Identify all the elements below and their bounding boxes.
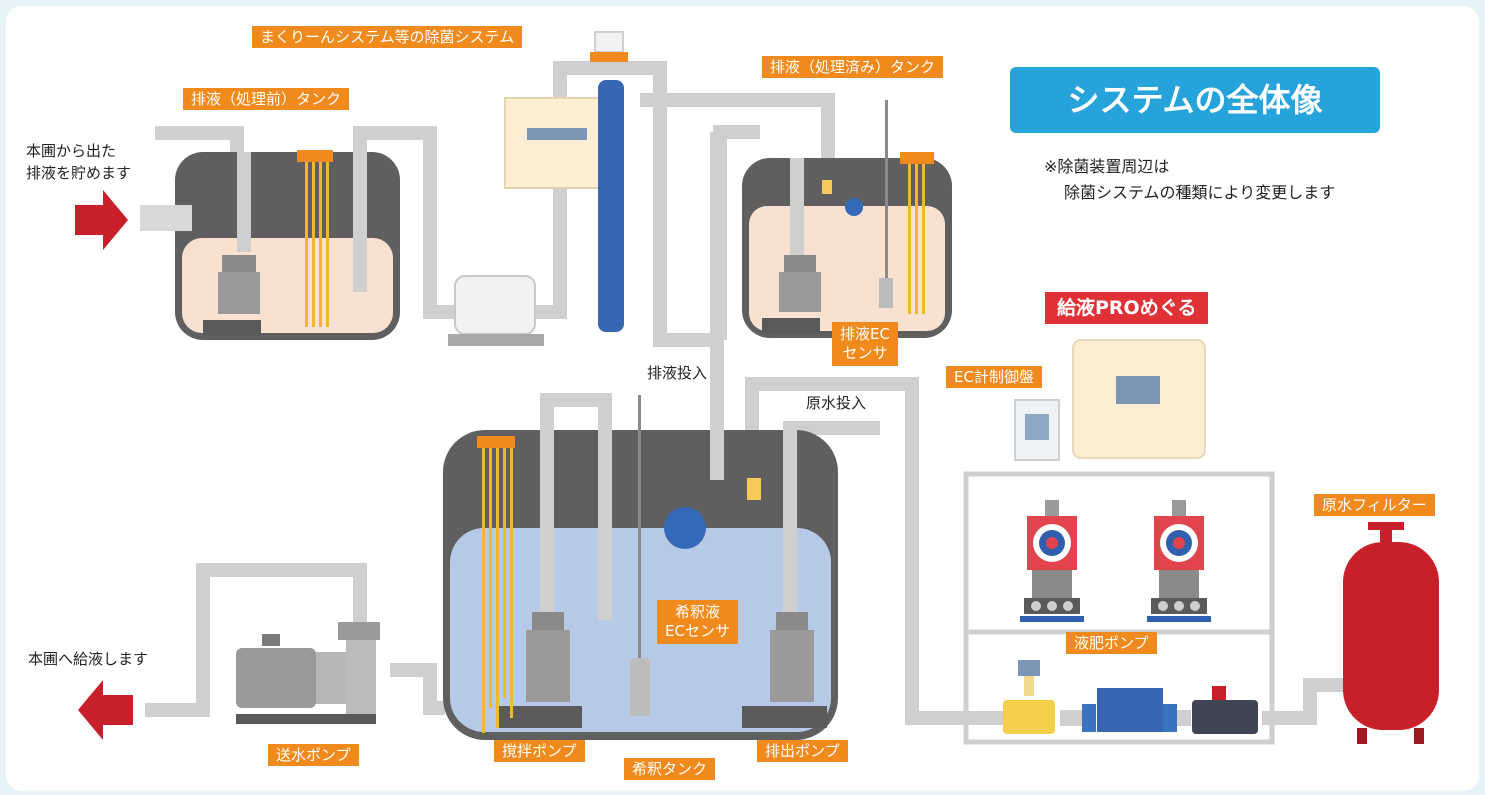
label-diluted-ec-sensor: 希釈液 ECセンサ [657, 600, 738, 644]
inflow-arrow [75, 190, 192, 250]
treated-tank-pump [762, 255, 821, 334]
flow-meter [1082, 688, 1177, 732]
sterilization-column [590, 31, 628, 332]
label-treated-tank: 排液（処理済み）タンク [762, 56, 944, 78]
label-drain-ec-sensor-line2: センサ [842, 344, 888, 362]
label-diluted-ec-sensor-line1: 希釈液 [674, 603, 720, 621]
water-supply-pump [236, 622, 380, 724]
outflow-arrow [78, 680, 133, 740]
dilution-float-sensor [630, 395, 650, 716]
label-agitation-pump: 撹拌ポンプ [494, 740, 585, 762]
solenoid-valve [1003, 660, 1055, 734]
label-dilution-tank: 希釈タンク [624, 758, 716, 780]
text-inflow-line2: 排液を貯めます [26, 164, 132, 182]
label-ec-control-panel: EC計制御盤 [946, 366, 1042, 388]
untreated-tank-pump [203, 255, 261, 336]
label-drain-ec-sensor-line1: 排液EC [840, 325, 890, 343]
treated-tank-level-rods [900, 152, 934, 314]
label-liquid-fertilizer-pump: 液肥ポンプ [1066, 632, 1157, 654]
valve-connector-1 [1060, 710, 1082, 726]
note-line-2: 除菌システムの種類により変更します [1064, 183, 1336, 202]
text-inflow-line1: 本圃から出た [26, 142, 117, 160]
note-line-1: ※除菌装置周辺は [1044, 157, 1170, 176]
text-drain-input: 排液投入 [647, 364, 708, 382]
text-raw-water-input: 原水投入 [806, 394, 867, 412]
dilution-level-rods [477, 436, 515, 733]
agitation-pump [497, 612, 582, 728]
page-title: システムの全体像 [1010, 67, 1380, 133]
label-sterilization-system: まくりーんシステム等の除菌システム [252, 26, 523, 48]
treated-drain-tank [742, 158, 952, 338]
label-discharge-pump: 排出ポンプ [757, 740, 848, 762]
label-raw-water-filter: 原水フィルター [1314, 494, 1435, 516]
raw-water-filter [1343, 522, 1439, 744]
diluted-ec-sensor [664, 478, 761, 549]
untreated-tank-level-rods [297, 150, 333, 327]
drain-ec-sensor [822, 180, 863, 216]
valve-connector-2 [1177, 710, 1191, 726]
text-inflow: 本圃から出た 排液を貯めます [26, 140, 131, 184]
untreated-drain-tank [175, 152, 400, 340]
treated-tank-float-sensor [879, 100, 893, 308]
text-outflow: 本圃へ給液します [28, 650, 149, 668]
pre-filter-unit [448, 275, 544, 346]
label-water-supply-pump: 送水ポンプ [268, 744, 359, 766]
meguru-control-panel [1072, 339, 1206, 459]
sterilization-control-box [504, 97, 616, 189]
liquid-fertilizer-pump-1 [1020, 500, 1084, 622]
label-diluted-ec-sensor-line2: ECセンサ [665, 622, 730, 640]
discharge-pump [742, 612, 827, 728]
label-untreated-tank: 排液（処理前）タンク [183, 88, 350, 110]
ec-control-panel-small [1014, 399, 1060, 461]
system-note: ※除菌装置周辺は 除菌システムの種類により変更します [1044, 154, 1335, 206]
product-label: 給液PROめぐる [1045, 292, 1209, 324]
ball-valve [1192, 686, 1258, 734]
label-drain-ec-sensor: 排液EC センサ [832, 322, 898, 366]
liquid-fertilizer-pump-2 [1147, 500, 1211, 622]
